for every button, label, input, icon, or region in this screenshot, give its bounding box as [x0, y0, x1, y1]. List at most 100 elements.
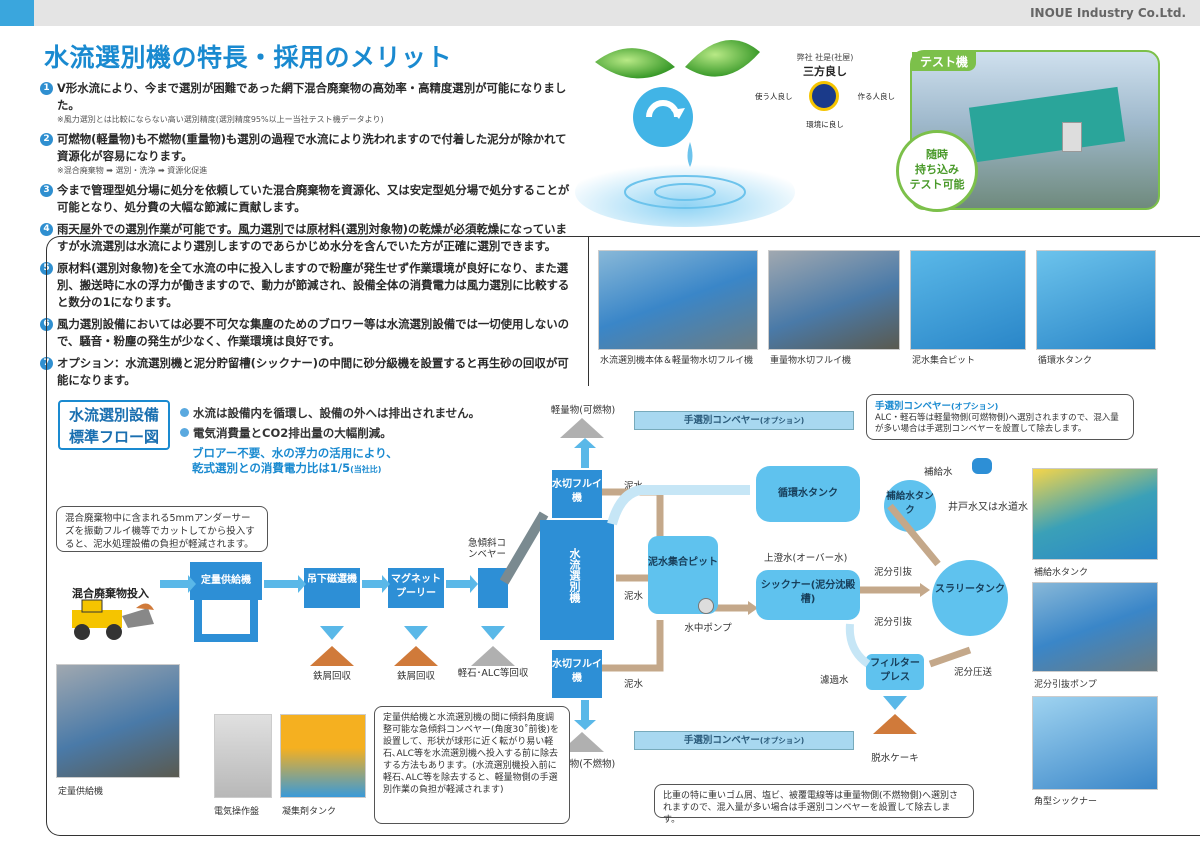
- conveyor-bottom: 手選別コンベヤー(オプション): [634, 731, 854, 750]
- photo-caption: 泥水集合ピット: [912, 356, 976, 366]
- circulation-tank: 循環水タンク: [756, 466, 860, 522]
- sanpo-right-label: 作る人良し: [857, 92, 896, 101]
- eco-illustration: 弊社 社是(社屋) 三方良し 使う人良し 作る人良し 環境に良し: [575, 22, 895, 232]
- photo-heavy-screen: [768, 250, 900, 350]
- incline-conveyor: [500, 511, 549, 585]
- photo-caption: 凝集剤タンク: [282, 807, 337, 817]
- test-machine-label: テスト機: [912, 52, 977, 71]
- photo-caption: 電気操作盤: [214, 807, 260, 817]
- return-water-arrow: [607, 485, 750, 526]
- option-text: ALC・軽石等は軽量物側(可燃物側)へ選別されますので、混入量が多い場合は手選別…: [875, 413, 1119, 434]
- thickener-box: シックナー(泥分沈殿槽): [756, 570, 860, 620]
- arrow-up-light: [574, 438, 596, 468]
- photo-control-panel: [214, 714, 272, 798]
- down-arrow-icon: [883, 696, 907, 710]
- photo-caption: 補給水タンク: [1034, 568, 1089, 578]
- test-badge-line: 持ち込み: [915, 163, 959, 176]
- bullet-dot-icon: [180, 408, 189, 417]
- feature-text: V形水流により、今まで選別が困難であった網下混合廃棄物の高効率・高精度選別が可能…: [57, 81, 567, 112]
- feature-text: 原材料(選別対象物)を全て水流の中に投入しますので粉塵が発生せず作業環境が良好に…: [57, 261, 570, 309]
- well-water-label: 井戸水又は水道水: [948, 502, 1028, 513]
- water-drop-illustration: [575, 40, 795, 227]
- bullet-dot-icon: [180, 428, 189, 437]
- option-title: 手選別コンベヤー: [875, 401, 952, 412]
- pull-label: 泥分引抜: [874, 617, 913, 628]
- feature-note: ※風力選別とは比較にならない高い選別精度(選別精度95%以上ー当社テスト機データ…: [57, 115, 384, 124]
- screen-bottom-box: 水切フルイ機: [552, 650, 602, 698]
- test-badge: 随時 持ち込み テスト可能: [896, 130, 978, 212]
- flow-title-line: 標準フロー図: [68, 428, 159, 446]
- callout-undersize: 混合廃棄物中に含まれる5mmアンダーサーズを振動フルイ機等でカットしてから投入す…: [56, 506, 268, 552]
- filter-press-box: フィルタープレス: [866, 654, 924, 690]
- iron-pile-icon: [310, 646, 354, 666]
- mud-water-label: 泥水: [624, 591, 644, 602]
- iron-recovery-label: 鉄屑回収: [396, 671, 435, 682]
- mud-water-label: 泥水: [624, 679, 644, 690]
- sorter-label: 水流選別機: [568, 548, 581, 603]
- filtrate-label: 濾過水: [820, 675, 849, 686]
- conveyor-label: 手選別コンベヤー: [683, 735, 760, 746]
- machine-shape: [968, 86, 1126, 163]
- power-note: ブロアー不要、水の浮力の活用により、 乾式選別との消費電力比は1/5(当社比): [192, 446, 398, 477]
- test-badge-line: 随時: [926, 148, 948, 161]
- cake-pile-icon: [873, 714, 917, 734]
- conveyor-option: (オプション): [759, 736, 805, 745]
- feature-item: 2 可燃物(軽量物)も不燃物(重量物)も選別の過程で水流により洗われますので付着し…: [40, 131, 570, 177]
- feature-text: オプション：水流選別機と泥分貯留槽(シックナー)の中間に砂分級機を設置すると再生…: [57, 356, 569, 387]
- photo-circulation-tank: [1036, 250, 1156, 350]
- feeder-box: 定量供給機: [190, 562, 262, 600]
- panel-divider: [588, 236, 589, 386]
- conveyor-option: (オプション): [759, 416, 805, 425]
- feature-text: 雨天屋外での選別作業が可能です。風力選別では原材料(選別対象物)の乾燥が必須乾燥…: [57, 222, 567, 253]
- photo-sorter-main: [598, 250, 758, 350]
- slurry-pipes: [860, 503, 941, 597]
- light-material-label: 軽量物(可燃物): [550, 405, 616, 416]
- iron-pile-icon: [394, 646, 438, 666]
- sanpo-left-label: 使う人良し: [755, 92, 793, 101]
- feature-number: 3: [40, 184, 53, 197]
- sanpo-bottom-label: 環境に良し: [806, 120, 844, 129]
- heavy-material-label: 重量物(不燃物): [550, 759, 616, 770]
- heavy-pile-icon: [560, 732, 604, 752]
- magnet-pulley-box: マグネットプーリー: [388, 568, 444, 608]
- input-label: 混合廃棄物投入: [72, 587, 149, 600]
- top-bar: [0, 0, 1200, 26]
- slurry-tank: スラリータンク: [932, 560, 1008, 636]
- photo-coagulant-tank: [280, 714, 366, 798]
- down-arrow-icon: [320, 626, 344, 640]
- sorter-box: [540, 520, 614, 640]
- feature-number: 4: [40, 223, 53, 236]
- power-note-small: (当社比): [350, 465, 382, 474]
- sanpo-main-label: 三方良し: [803, 65, 847, 78]
- flow-bullet: 水流は設備内を循環し、設備の外へは排出されません。: [180, 405, 480, 421]
- callout-heavy: 比重の特に重いゴム屑、塩ビ、被覆電線等は重量物側(不燃物側)へ選別されますので、…: [654, 784, 974, 825]
- sanpo-emblem: 弊社 社是(社屋) 三方良し 使う人良し 作る人良し 環境に良し: [755, 52, 895, 130]
- feature-text: 可燃物(軽量物)も不燃物(重量物)も選別の過程で水流により洗われますので付着した…: [57, 132, 567, 163]
- iron-recovery-label: 鉄屑回収: [312, 671, 351, 682]
- page-title: 水流選別機の特長・採用のメリット: [44, 43, 453, 72]
- flow-panel: [46, 236, 1200, 836]
- flow-title: 水流選別設備 標準フロー図: [58, 400, 170, 450]
- pump-icon: [698, 598, 714, 614]
- power-note-line: 乾式選別との消費電力比は1/5: [192, 461, 351, 475]
- control-box: [1062, 122, 1082, 152]
- sanpo-logo-icon: [809, 81, 839, 111]
- light-pile-icon: [560, 418, 604, 438]
- steep-conveyor-label: 急傾斜コンベヤー: [467, 538, 506, 560]
- company-name: INOUE Industry Co.Ltd.: [1030, 6, 1186, 20]
- flow-bullet-text: 水流は設備内を循環し、設備の外へは排出されません。: [193, 406, 481, 420]
- feature-item: 4 雨天屋外での選別作業が可能です。風力選別では原材料(選別対象物)の乾燥が必須乾…: [40, 221, 570, 255]
- feature-note: ※混合廃棄物 ➡ 選別・洗浄 ➡ 資源化促進: [57, 166, 208, 175]
- down-arrow-icon: [481, 626, 505, 640]
- feature-number: 2: [40, 133, 53, 146]
- press-feed-label: 泥分圧送: [954, 667, 993, 678]
- conveyor-top: 手選別コンベヤー(オプション): [634, 411, 854, 430]
- down-arrow-icon: [404, 626, 428, 640]
- flow-arrows-main: [160, 575, 478, 593]
- alc-recovery-label: 軽石･ALC等回収: [457, 668, 529, 679]
- photo-caption: 重量物水切フルイ機: [770, 356, 852, 366]
- alc-pile-icon: [471, 646, 515, 666]
